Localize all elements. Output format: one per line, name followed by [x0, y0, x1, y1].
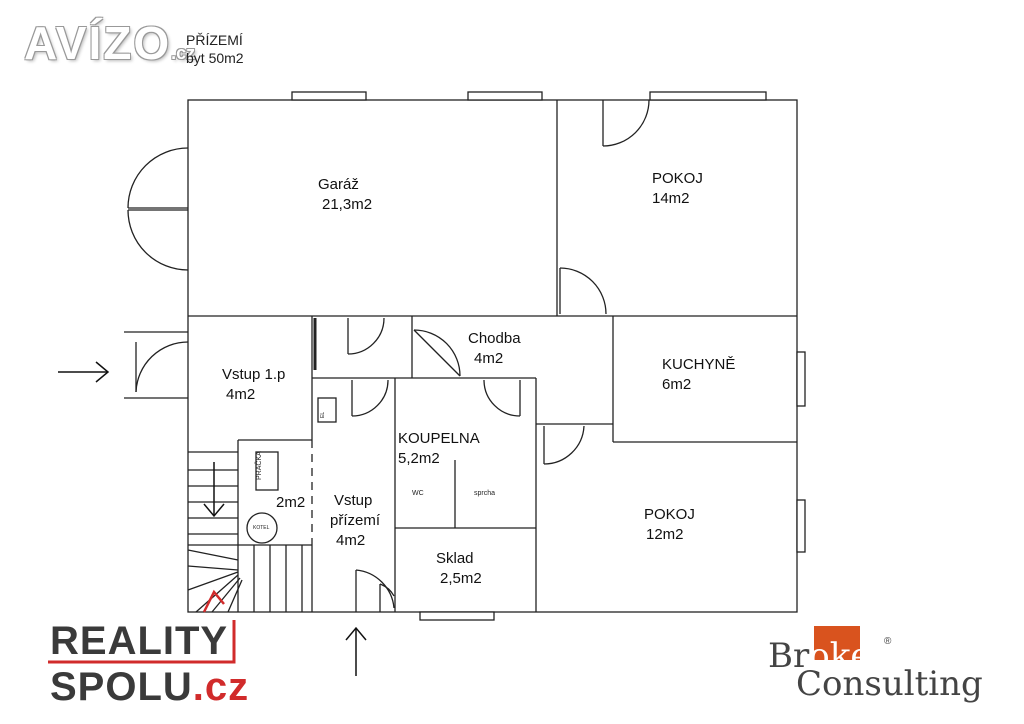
window-mark [796, 499, 806, 553]
reality-logo-frame [48, 620, 236, 664]
window-mark [419, 611, 495, 621]
room-door [543, 425, 585, 465]
stairs-down-arrow-head [203, 503, 225, 518]
watermark-suffix: .cz [171, 43, 196, 63]
bottom-entry-arrow-head [345, 626, 367, 641]
room-area-entry-1p: 4m2 [226, 386, 256, 403]
broker-logo-consulting: Consulting [796, 664, 983, 704]
staircase [187, 451, 303, 613]
room-name-kitchen: KUCHYNĚ [662, 356, 736, 373]
room-name-entry-ground-1: Vstup [334, 492, 373, 509]
fixture-wc: WC [412, 490, 424, 497]
window-mark [796, 351, 806, 407]
arrows [58, 361, 367, 676]
entry-arrow-head [95, 361, 110, 383]
room-name-room-bottom: POKOJ [644, 506, 695, 523]
room-name-hallway: Chodba [468, 330, 521, 347]
room-area-kitchen: 6m2 [662, 376, 692, 393]
room-name-garage: Garáž [318, 176, 359, 193]
room-area-bathroom: 5,2m2 [398, 450, 440, 467]
bathroom-door [483, 379, 521, 417]
boiler-circle [246, 512, 278, 544]
watermark-logo: AVÍZO.cz [24, 16, 195, 70]
room-area-storage: 2,5m2 [440, 570, 482, 587]
window-mark [649, 91, 767, 101]
room-name-storage: Sklad [436, 550, 474, 567]
room-area-laundry: 2m2 [276, 494, 306, 511]
broker-logo-word: Broker [768, 636, 887, 676]
room-name-entry-ground-2: přízemí [330, 512, 381, 529]
flat-area: byt 50m2 [186, 50, 244, 66]
broker-logo-box [814, 626, 860, 660]
broker-logo-pre: Br [768, 636, 810, 676]
closet-door [347, 317, 385, 355]
reality-logo-main: SPOLU [50, 665, 193, 709]
electric-panel-box [317, 397, 337, 423]
fixture-electric-panel: EL [320, 411, 326, 418]
reality-logo-line2: SPOLU.cz [50, 666, 249, 708]
garage-doors [127, 147, 189, 271]
room-area-room-top: 14m2 [652, 190, 690, 207]
bottom-entry-door [355, 569, 395, 612]
room-area-room-bottom: 12m2 [646, 526, 684, 543]
room-name-bathroom: KOUPELNA [398, 430, 480, 447]
room-area-hallway: 4m2 [474, 350, 504, 367]
window-mark [467, 91, 543, 101]
washer-box [255, 451, 279, 491]
reality-spolu-logo: REALITY SPOLU.cz [44, 616, 248, 712]
broker-consulting-logo: Broker ® Consulting [768, 620, 988, 710]
floor-title: PŘÍZEMÍ [186, 32, 243, 48]
stairs-red-arrow [202, 589, 225, 613]
fixture-washer: PRAČKA [256, 451, 263, 480]
room-area-garage: 21,3m2 [322, 196, 373, 213]
broker-logo-in-box: oker [809, 636, 887, 676]
room-name-entry-1p: Vstup 1.p [222, 366, 286, 383]
room-name-room-top: POKOJ [652, 170, 703, 187]
room-area-entry-ground: 4m2 [336, 532, 366, 549]
entry-door [124, 331, 189, 399]
entry-ground-door [351, 379, 389, 417]
fixture-shower: sprcha [474, 490, 496, 497]
room-door [602, 99, 650, 147]
window-mark [291, 91, 367, 101]
fixture-boiler: KOTEL [253, 525, 270, 531]
reality-logo-suffix: .cz [192, 665, 250, 709]
broker-logo-reg: ® [884, 636, 892, 647]
hallway-door [413, 329, 461, 377]
watermark-brand: AVÍZO [24, 17, 172, 69]
reality-logo-line1: REALITY [50, 619, 229, 663]
room-door [559, 267, 607, 315]
